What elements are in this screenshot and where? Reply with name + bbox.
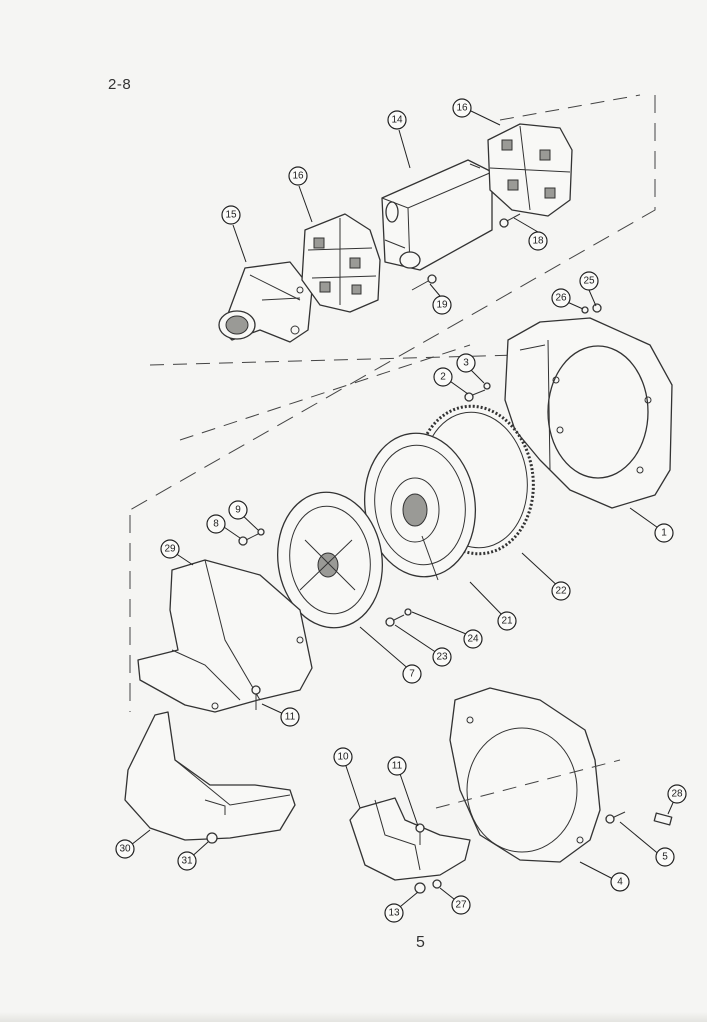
callout-16-upper: 16	[452, 98, 472, 118]
part-10-bracket	[349, 797, 471, 881]
callout-28: 28	[667, 784, 687, 804]
callout-9: 9	[228, 500, 248, 520]
svg-text:15: 15	[225, 210, 237, 221]
bolt-23	[385, 614, 405, 627]
page-number: 5	[416, 934, 425, 951]
callout-22: 22	[551, 581, 571, 601]
svg-text:3: 3	[463, 358, 469, 369]
washer-24	[404, 608, 412, 616]
part-29-adapter-housing	[137, 559, 313, 713]
svg-text:18: 18	[532, 236, 544, 247]
callout-29: 29	[160, 539, 180, 559]
callout-18: 18	[528, 231, 548, 251]
callout-21: 21	[497, 611, 517, 631]
stud-28	[653, 812, 673, 826]
svg-text:13: 13	[388, 908, 400, 919]
assembly-boundary-lines	[129, 94, 656, 712]
svg-text:9: 9	[235, 505, 241, 516]
callout-30: 30	[115, 839, 135, 859]
svg-text:22: 22	[555, 586, 567, 597]
bolt-2	[464, 389, 486, 402]
callout-3: 3	[456, 353, 476, 373]
bolt-18	[499, 213, 521, 228]
svg-text:19: 19	[436, 300, 448, 311]
section-label: 2-8	[108, 76, 132, 93]
svg-text:11: 11	[392, 761, 403, 772]
svg-text:2: 2	[440, 372, 446, 383]
callout-19: 19	[432, 295, 452, 315]
callout-15: 15	[221, 205, 241, 225]
callout-31: 31	[177, 851, 197, 871]
svg-text:5: 5	[662, 852, 668, 863]
callout-7: 7	[402, 664, 422, 684]
part-7-drive-plate	[276, 491, 384, 629]
callout-16-lower: 16	[288, 166, 308, 186]
callout-8: 8	[206, 514, 226, 534]
part-16-coupling-lower	[301, 213, 381, 313]
svg-text:16: 16	[456, 103, 468, 114]
callout-13: 13	[384, 903, 404, 923]
svg-text:29: 29	[164, 544, 176, 555]
svg-text:28: 28	[671, 789, 683, 800]
svg-text:1: 1	[661, 528, 667, 539]
callout-4: 4	[610, 872, 630, 892]
svg-text:26: 26	[555, 293, 567, 304]
bolt-27	[432, 879, 442, 889]
svg-text:10: 10	[337, 752, 349, 763]
callout-27: 27	[451, 895, 471, 915]
washer-26	[581, 306, 589, 314]
bolt-19	[411, 274, 437, 291]
callout-24: 24	[463, 629, 483, 649]
svg-text:11: 11	[285, 712, 296, 723]
callout-5: 5	[655, 847, 675, 867]
callout-14: 14	[387, 110, 407, 130]
callout-1: 1	[654, 523, 674, 543]
callout-25: 25	[579, 271, 599, 291]
svg-text:31: 31	[181, 856, 193, 867]
part-16-coupling-upper	[487, 123, 573, 217]
svg-text:30: 30	[119, 844, 131, 855]
callout-2: 2	[433, 367, 453, 387]
callout-23: 23	[432, 647, 452, 667]
nut-13	[414, 882, 426, 894]
svg-text:7: 7	[409, 669, 415, 680]
scan-edge	[0, 1012, 707, 1022]
svg-text:25: 25	[583, 276, 595, 287]
bolt-25	[592, 303, 602, 313]
svg-text:16: 16	[292, 171, 304, 182]
part-4-rear-plate	[435, 687, 621, 863]
part-14-spacer	[381, 159, 493, 271]
part-30-cover	[124, 711, 296, 841]
callout-10: 10	[333, 747, 353, 767]
bolt-11-upper	[251, 685, 261, 710]
part-15-flange	[218, 261, 313, 343]
nut-31	[206, 832, 218, 844]
leader-lines	[130, 110, 677, 912]
svg-text:14: 14	[391, 115, 403, 126]
bolt-5	[605, 811, 626, 824]
callout-11-lower: 11	[387, 756, 407, 776]
svg-text:4: 4	[617, 877, 623, 888]
washer-3	[483, 382, 491, 390]
svg-text:23: 23	[436, 652, 448, 663]
part-21-flywheel	[363, 432, 477, 581]
washer-9	[257, 528, 265, 536]
svg-text:24: 24	[467, 634, 479, 645]
bolt-8	[238, 533, 259, 546]
svg-text:21: 21	[501, 616, 513, 627]
callout-11-upper: 11	[280, 707, 300, 727]
svg-text:27: 27	[455, 900, 467, 911]
svg-text:8: 8	[213, 519, 219, 530]
callout-26: 26	[551, 288, 571, 308]
